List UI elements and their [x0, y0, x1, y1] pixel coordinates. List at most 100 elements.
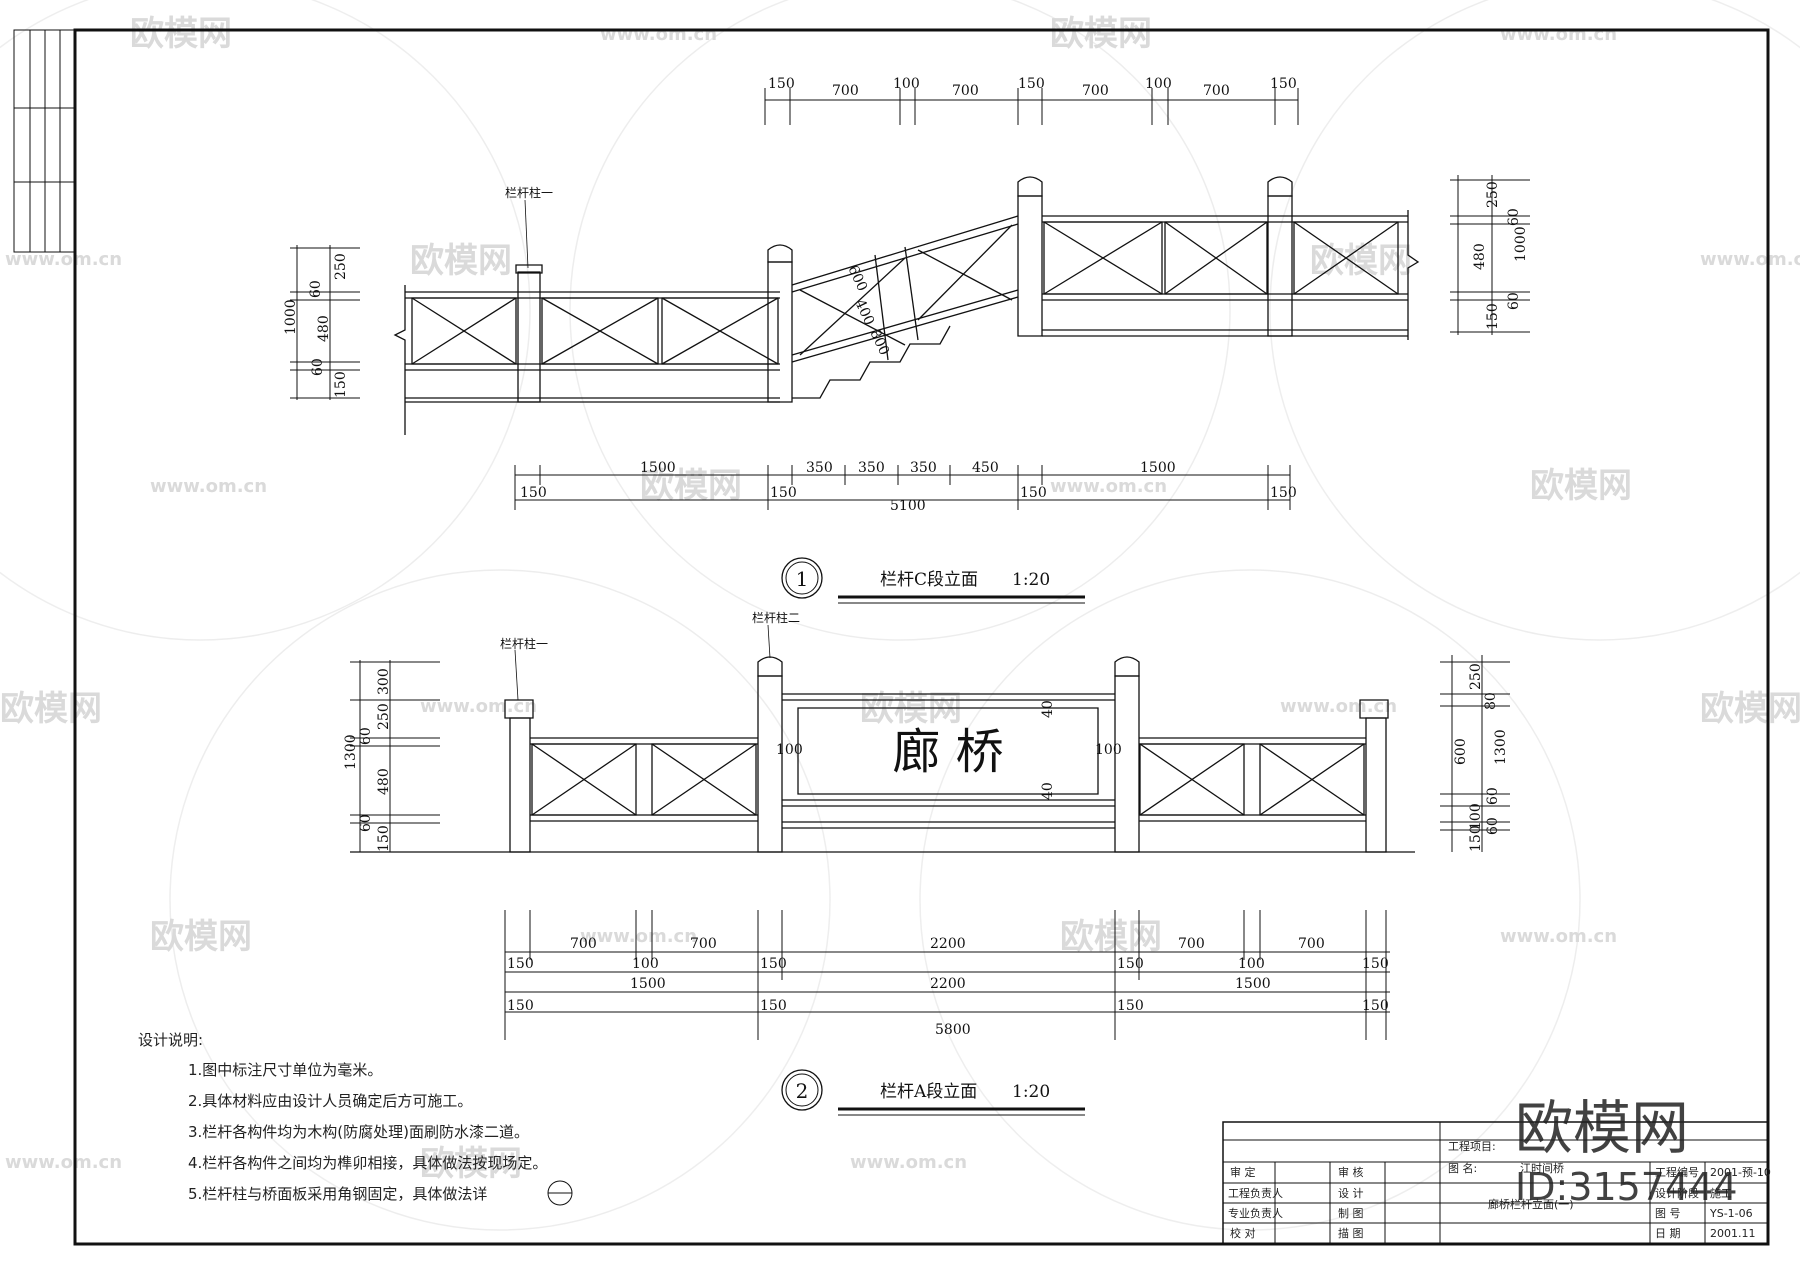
field-value: 2001.11 — [1710, 1227, 1756, 1240]
dim-label: 40 — [1040, 700, 1056, 718]
dim-label: 60 — [310, 358, 326, 376]
dim-label: 150 — [768, 76, 795, 92]
role-label: 审 核 — [1338, 1165, 1364, 1179]
watermark-layer: 欧模网 www.om.cn 欧模网 www.om.cn www.om.cn 欧模… — [0, 0, 1800, 1231]
watermark-site: www.om.cn — [600, 24, 717, 45]
dim-label: 700 — [1178, 936, 1205, 952]
dim-label: 1500 — [640, 460, 676, 476]
view2-elevation — [350, 657, 1415, 852]
watermark-site: www.om.cn — [850, 1152, 967, 1173]
dim-label: 400 — [851, 297, 877, 328]
note-item: 3.栏杆各构件均为木构(防腐处理)面刷防水漆二道。 — [188, 1123, 529, 1141]
detail-reference-icon — [547, 1180, 573, 1206]
field-value: 施工 — [1710, 1187, 1732, 1200]
dim-label: 1300 — [1493, 729, 1509, 765]
dim-label: 600 — [1453, 738, 1469, 765]
drawing-name-label: 图 名: — [1448, 1161, 1477, 1175]
role-label: 制 图 — [1338, 1207, 1364, 1220]
watermark-site: www.om.cn — [1050, 476, 1167, 497]
dim-label: 40 — [1040, 782, 1056, 800]
view2-title: 2 栏杆A段立面 1:20 — [781, 1069, 1085, 1115]
dim-label: 1500 — [630, 976, 666, 992]
dim-label: 100 — [1238, 956, 1265, 972]
dim-label: 700 — [952, 83, 979, 99]
dim-label: 700 — [690, 936, 717, 952]
view-number: 1 — [796, 567, 809, 591]
watermark-site: www.om.cn — [1500, 926, 1617, 947]
role-label: 专业负责人 — [1228, 1206, 1283, 1220]
view-title: 栏杆C段立面 — [880, 570, 978, 590]
watermark-brand: 欧模网 — [1060, 917, 1162, 957]
note-item: 1.图中标注尺寸单位为毫米。 — [188, 1061, 382, 1079]
dim-label: 150 — [760, 956, 787, 972]
watermark-brand-large: 欧模网 — [1515, 1094, 1689, 1162]
dim-label: 100 — [893, 76, 920, 92]
field-value: YS-1-06 — [1709, 1207, 1753, 1220]
dim-label: 300 — [376, 668, 392, 695]
dim-label: 350 — [806, 460, 833, 476]
dim-label: 150 — [1362, 956, 1389, 972]
field-value: 2001-预-10 — [1710, 1166, 1771, 1179]
dim-label: 60 — [358, 814, 374, 832]
note-item: 2.具体材料应由设计人员确定后方可施工。 — [188, 1092, 472, 1110]
sheet-frame — [14, 30, 1768, 1244]
post-label: 栏杆柱二 — [752, 610, 800, 625]
notes-heading: 设计说明: — [138, 1031, 203, 1049]
view2-dimension-lines — [350, 655, 1510, 1040]
dim-total: 5100 — [890, 498, 926, 514]
view-title: 栏杆A段立面 — [880, 1082, 977, 1102]
dim-label: 350 — [910, 460, 937, 476]
watermark-site: www.om.cn — [580, 926, 697, 947]
dim-label: 60 — [1506, 292, 1522, 310]
view1-dimension-labels: 150 700 100 700 150 700 100 700 150 1000… — [283, 76, 1529, 514]
dim-label: 150 — [1117, 956, 1144, 972]
role-label: 工程负责人 — [1228, 1186, 1283, 1200]
view2-dimension-labels: 1300 300 250 60 480 60 150 250 80 600 13… — [343, 610, 1509, 1038]
dim-label: 700 — [832, 83, 859, 99]
dim-label: 150 — [1485, 303, 1501, 330]
dim-label: 60 — [308, 280, 324, 298]
dim-label: 150 — [1018, 76, 1045, 92]
dim-label: 60 — [358, 727, 374, 745]
field-label: 工程编号 — [1655, 1165, 1699, 1179]
watermark-brand: 欧模网 — [0, 689, 102, 729]
dim-label: 700 — [1082, 83, 1109, 99]
dim-label: 100 — [632, 956, 659, 972]
watermark-brand: 欧模网 — [420, 1144, 522, 1184]
dim-label: 150 — [760, 998, 787, 1014]
watermark-site: www.om.cn — [5, 1152, 122, 1173]
dim-label: 80 — [1483, 692, 1499, 710]
post-label: 栏杆柱一 — [500, 636, 548, 651]
dim-label: 150 — [1468, 825, 1484, 852]
watermark-brand: 欧模网 — [1530, 466, 1632, 506]
dim-label: 150 — [1117, 998, 1144, 1014]
role-label: 设 计 — [1338, 1187, 1364, 1200]
dim-label: 350 — [858, 460, 885, 476]
dim-label: 150 — [507, 998, 534, 1014]
dim-label: 150 — [1270, 485, 1297, 501]
dim-label: 100 — [776, 742, 803, 758]
note-item: 5.栏杆柱与桥面板采用角钢固定，具体做法详 — [188, 1185, 487, 1203]
dim-label: 480 — [376, 768, 392, 795]
dim-label: 450 — [972, 460, 999, 476]
drawing-name: 廊桥栏杆立面(一) — [1488, 1197, 1574, 1211]
view1-elevation — [395, 177, 1418, 435]
dim-label: 2200 — [930, 976, 966, 992]
project-label: 工程项目: — [1448, 1140, 1496, 1153]
dim-label: 1500 — [1140, 460, 1176, 476]
dim-label: 60 — [1485, 787, 1501, 805]
post-label: 栏杆柱一 — [505, 185, 553, 200]
dim-label: 1300 — [343, 734, 359, 770]
dim-label: 60 — [1506, 208, 1522, 226]
dim-label: 1000 — [283, 299, 299, 335]
dim-label: 480 — [316, 315, 332, 342]
watermark-site: www.om.cn — [1700, 249, 1800, 270]
watermark-site: www.om.cn — [420, 696, 537, 717]
watermark-site: www.om.cn — [1500, 24, 1617, 45]
view-scale: 1:20 — [1012, 570, 1050, 590]
field-label: 图 号 — [1655, 1207, 1681, 1220]
view1-dimension-lines — [290, 88, 1530, 510]
dim-label: 150 — [520, 485, 547, 501]
field-label: 日 期 — [1655, 1227, 1681, 1240]
